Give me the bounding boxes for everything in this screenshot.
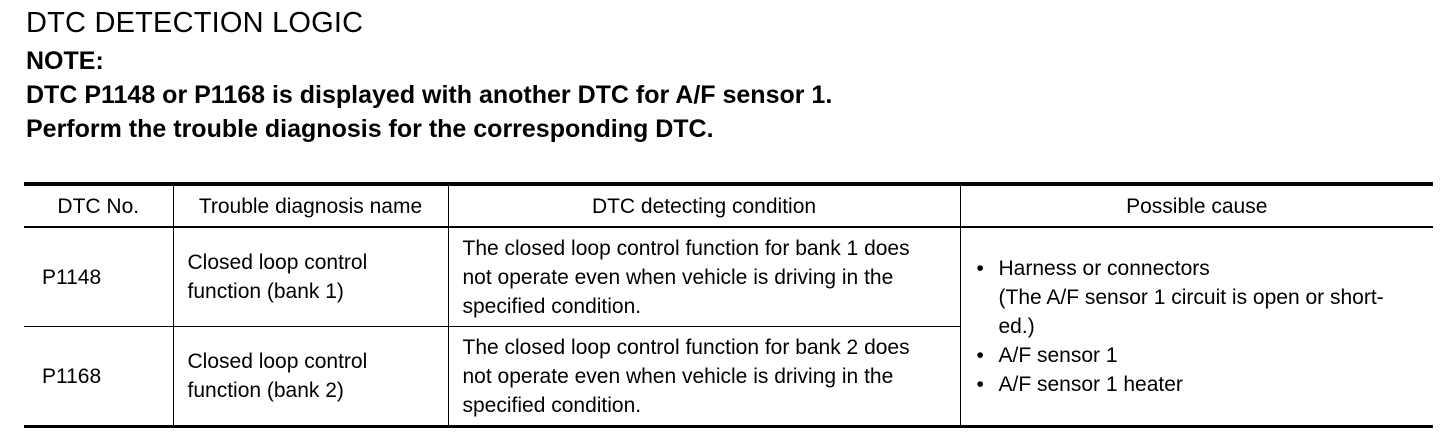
- diagnosis-name-cell: Closed loop control function (bank 2): [172, 326, 448, 428]
- header-trouble-diagnosis-name: Trouble diagnosis name: [172, 182, 448, 228]
- list-item: • A/F sensor 1: [975, 341, 1420, 370]
- bullet-icon: •: [976, 257, 984, 280]
- condition-line: The closed loop control function for ban…: [462, 236, 910, 260]
- note-block: NOTE: DTC P1148 or P1168 is displayed wi…: [26, 44, 832, 146]
- diagnosis-name-cell: Closed loop control function (bank 1): [172, 227, 448, 327]
- list-item: • Harness or connectors (The A/F sensor …: [975, 254, 1420, 341]
- cause-text: (The A/F sensor 1 circuit is open or sho…: [998, 286, 1384, 309]
- bullet-icon: •: [976, 373, 984, 396]
- dtc-table: DTC No. Trouble diagnosis name DTC detec…: [24, 182, 1433, 428]
- table-row: P1168 Closed loop control function (bank…: [24, 326, 1433, 428]
- possible-cause-list: • Harness or connectors (The A/F sensor …: [975, 254, 1420, 399]
- cause-text: Harness or connectors: [998, 257, 1210, 280]
- note-line-1: DTC P1148 or P1168 is displayed with ano…: [26, 81, 833, 109]
- header-dtc-no: DTC No.: [24, 182, 173, 228]
- condition-line: specified condition.: [462, 393, 642, 417]
- condition-line: specified condition.: [462, 294, 642, 318]
- header-dtc-detecting-condition: DTC detecting condition: [447, 182, 960, 228]
- note-label: NOTE:: [26, 47, 104, 75]
- page-title: DTC DETECTION LOGIC: [26, 7, 364, 39]
- detecting-condition-cell: The closed loop control function for ban…: [447, 227, 960, 327]
- cause-text: ed.): [998, 315, 1035, 338]
- condition-line: not operate even when vehicle is driving…: [462, 265, 894, 289]
- bullet-icon: •: [976, 344, 984, 367]
- condition-line: The closed loop control function for ban…: [462, 335, 910, 359]
- dtc-code-cell: P1148: [24, 227, 173, 327]
- diagnosis-name-line: Closed loop control: [187, 350, 368, 373]
- table-row: P1148 Closed loop control function (bank…: [24, 227, 1433, 428]
- diagnosis-name-line: Closed loop control: [187, 251, 368, 274]
- cause-text: A/F sensor 1 heater: [998, 373, 1183, 396]
- diagnosis-name-line: function (bank 1): [187, 280, 344, 303]
- list-item: • A/F sensor 1 heater: [975, 370, 1420, 399]
- header-possible-cause: Possible cause: [959, 182, 1433, 228]
- note-line-2: Perform the trouble diagnosis for the co…: [26, 115, 714, 143]
- condition-line: not operate even when vehicle is driving…: [462, 364, 894, 388]
- cause-text: A/F sensor 1: [998, 344, 1118, 367]
- diagnosis-name-line: function (bank 2): [187, 379, 344, 402]
- dtc-code-cell: P1168: [24, 326, 173, 428]
- table-header-row: DTC No. Trouble diagnosis name DTC detec…: [24, 182, 1433, 228]
- possible-cause-cell: • Harness or connectors (The A/F sensor …: [959, 227, 1433, 428]
- detecting-condition-cell: The closed loop control function for ban…: [447, 326, 960, 428]
